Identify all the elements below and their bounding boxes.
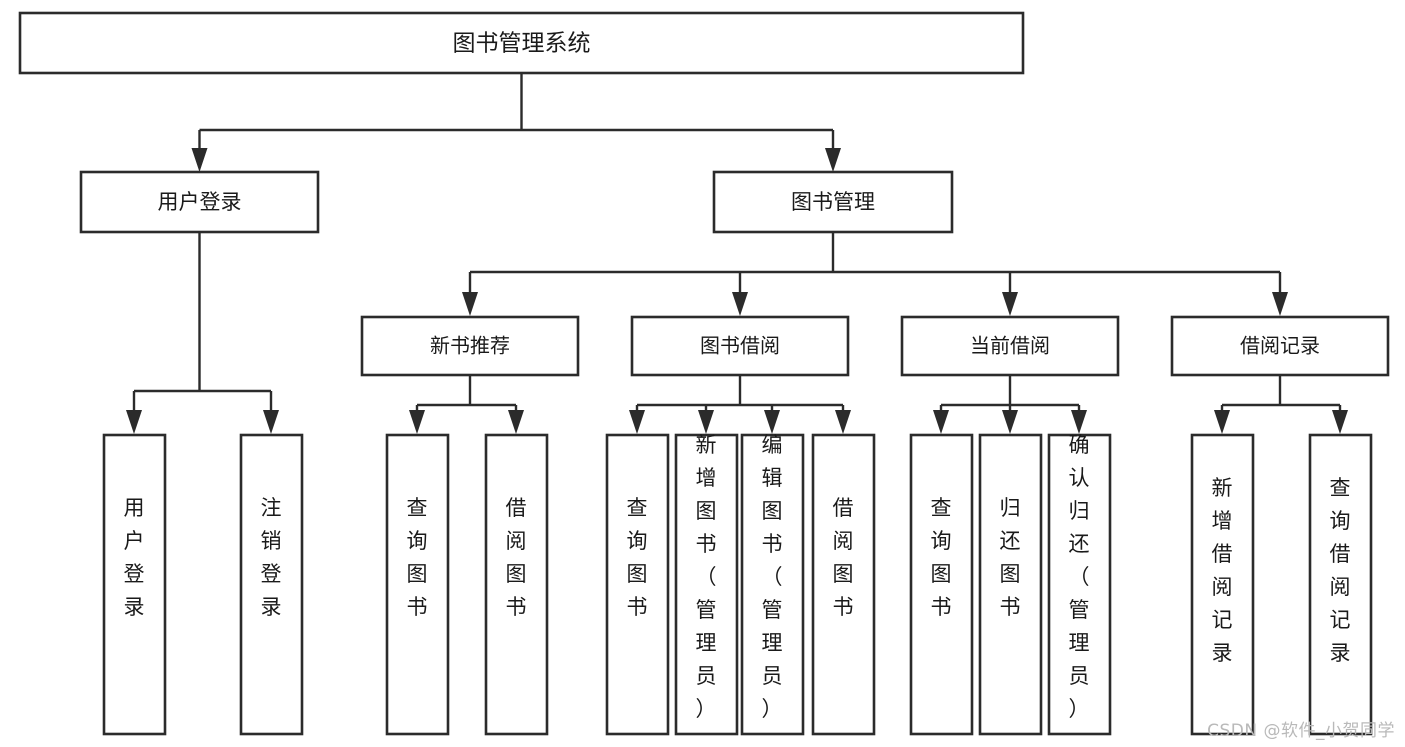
leaf-box-borrow-book-1: [484, 433, 549, 736]
arrow-head-user-login: [191, 148, 208, 172]
leaf-node-borrow-book-1[interactable]: 借阅图书: [484, 433, 549, 736]
leaf-box-add-record: [1190, 433, 1255, 736]
leaf-node-add-book[interactable]: 新增图书（管理员）: [674, 433, 739, 736]
leaf-label-borrow-book-1: 借阅图书: [506, 496, 527, 619]
leaf-label-query-record: 查询借阅记录: [1330, 476, 1351, 665]
arrow-head-bb-leaf3: [764, 410, 780, 434]
arrow-head-new-book-recommend: [462, 292, 478, 316]
arrow-head-borrow-record: [1272, 292, 1288, 316]
book-borrow-box: [630, 315, 850, 377]
borrow-record-label: 借阅记录: [1240, 334, 1320, 358]
leaf-label-return-book: 归还图书: [1000, 496, 1021, 619]
node-book-management[interactable]: 图书管理: [712, 170, 954, 234]
leaf-label-logout-login: 注销登录: [261, 496, 282, 619]
new-book-recommend-label: 新书推荐: [430, 334, 510, 358]
leaf-node-borrow-book-2[interactable]: 借阅图书: [811, 433, 876, 736]
arrow-head-cb-leaf1: [933, 410, 949, 434]
leaf-box-query-record: [1308, 433, 1373, 736]
node-new-book-recommend[interactable]: 新书推荐: [360, 315, 580, 377]
leaf-box-edit-book: [740, 433, 805, 736]
leaf-node-edit-book[interactable]: 编辑图书（管理员）: [740, 433, 805, 736]
connectors-book-borrow-to-leaves: [629, 375, 851, 434]
leaf-node-user-login[interactable]: 用户登录: [102, 433, 167, 736]
arrow-head-book-borrow: [732, 292, 748, 316]
connectors-book-management-to-level2: [462, 232, 1288, 316]
arrow-head-br-leaf1: [1214, 410, 1230, 434]
node-current-borrow[interactable]: 当前借阅: [900, 315, 1120, 377]
leaf-node-confirm-return[interactable]: 确认归还（管理员）: [1047, 433, 1112, 736]
arrow-head-br-leaf2: [1332, 410, 1348, 434]
arrow-head-ul-leaf1: [126, 410, 142, 434]
user-login-label: 用户登录: [158, 190, 242, 214]
arrow-head-current-borrow: [1002, 292, 1018, 316]
leaf-label-query-book-3: 查询图书: [931, 496, 952, 619]
leaf-node-return-book[interactable]: 归还图书: [978, 433, 1043, 736]
arrow-head-bb-leaf1: [629, 410, 645, 434]
root-box: [18, 11, 1025, 75]
node-borrow-record[interactable]: 借阅记录: [1170, 315, 1390, 377]
book-management-label: 图书管理: [791, 190, 875, 214]
leaf-node-query-book-1[interactable]: 查询图书: [385, 433, 450, 736]
leaf-box-user-login: [102, 433, 167, 736]
leaf-node-query-book-2[interactable]: 查询图书: [605, 433, 670, 736]
leaf-box-confirm-return: [1047, 433, 1112, 736]
leaf-box-add-book: [674, 433, 739, 736]
arrow-head-cb-leaf3: [1071, 410, 1087, 434]
arrow-head-cb-leaf2: [1002, 410, 1018, 434]
arrow-head-bb-leaf2: [698, 410, 714, 434]
connectors-current-borrow-to-leaves: [933, 375, 1087, 434]
current-borrow-box: [900, 315, 1120, 377]
book-management-box: [712, 170, 954, 234]
leaf-label-query-book-2: 查询图书: [627, 496, 648, 619]
borrow-record-box: [1170, 315, 1390, 377]
node-book-borrow[interactable]: 图书借阅: [630, 315, 850, 377]
leaf-node-query-book-3[interactable]: 查询图书: [909, 433, 974, 736]
leaf-box-query-book-3: [909, 433, 974, 736]
leaf-label-user-login: 用户登录: [124, 496, 145, 619]
connectors-user-login-to-leaves: [126, 232, 279, 434]
leaf-node-logout-login[interactable]: 注销登录: [239, 433, 304, 736]
leaf-label-confirm-return: 确认归还（管理员）: [1069, 433, 1090, 721]
leaf-label-add-book: 新增图书（管理员）: [696, 433, 717, 721]
root-label: 图书管理系统: [453, 31, 591, 57]
arrow-head-nbr-leaf2: [508, 410, 524, 434]
arrow-head-book-management: [825, 148, 841, 172]
connectors-borrow-record-to-leaves: [1214, 375, 1348, 434]
leaf-node-add-record[interactable]: 新增借阅记录: [1190, 433, 1255, 736]
connectors-root-to-level1: [191, 73, 841, 172]
leaf-box-logout-login: [239, 433, 304, 736]
leaf-label-add-record: 新增借阅记录: [1212, 476, 1233, 665]
new-book-recommend-box: [360, 315, 580, 377]
arrow-head-bb-leaf4: [835, 410, 851, 434]
leaf-label-query-book-1: 查询图书: [407, 496, 428, 619]
leaf-node-query-record[interactable]: 查询借阅记录: [1308, 433, 1373, 736]
leaf-label-edit-book: 编辑图书（管理员）: [762, 433, 783, 721]
book-borrow-label: 图书借阅: [700, 334, 780, 358]
leaf-box-borrow-book-2: [811, 433, 876, 736]
connectors-new-book-recommend-to-leaves: [409, 375, 524, 434]
node-root-system[interactable]: 图书管理系统: [18, 11, 1025, 75]
arrow-head-ul-leaf2: [263, 410, 279, 434]
leaf-box-query-book-1: [385, 433, 450, 736]
arrow-head-nbr-leaf1: [409, 410, 425, 434]
current-borrow-label: 当前借阅: [970, 334, 1050, 358]
node-user-login[interactable]: 用户登录: [79, 170, 320, 234]
leaf-box-query-book-2: [605, 433, 670, 736]
watermark-text: CSDN @软件_小贺同学: [1207, 721, 1395, 741]
leaf-label-borrow-book-2: 借阅图书: [833, 496, 854, 619]
leaf-box-return-book: [978, 433, 1043, 736]
